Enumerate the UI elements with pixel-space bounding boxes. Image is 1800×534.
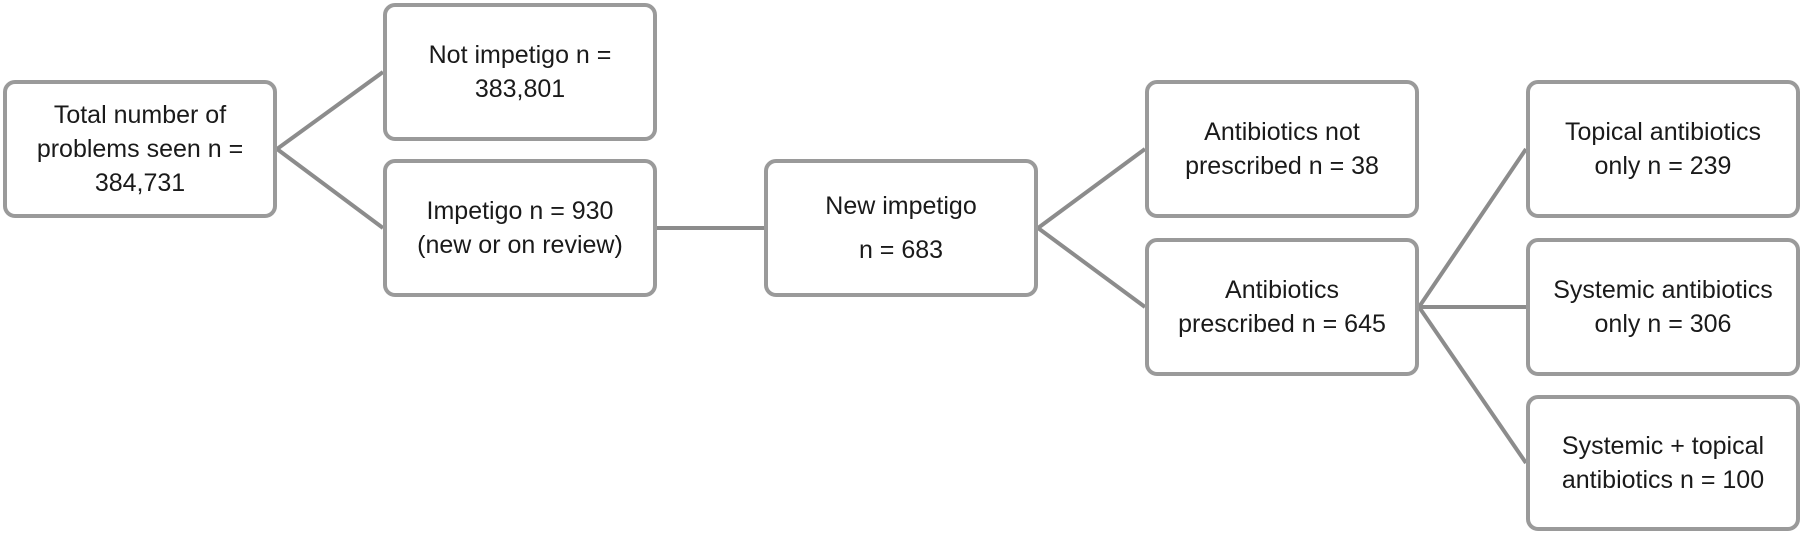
not-impetigo-label: Not impetigo n = 383,801 bbox=[428, 41, 612, 103]
new-impetigo-box: New impetigo n = 683 bbox=[764, 159, 1038, 297]
topical-only-box: Topical antibiotics only n = 239 bbox=[1526, 80, 1800, 218]
antibiotics-not-prescribed-label: Antibiotics not prescribed n = 38 bbox=[1185, 118, 1379, 180]
impetigo-box: Impetigo n = 930 (new or on review) bbox=[383, 159, 657, 297]
new-impetigo-label: New impetigo n = 683 bbox=[825, 192, 977, 264]
systemic-only-label: Systemic antibiotics only n = 306 bbox=[1553, 276, 1773, 338]
impetigo-label: Impetigo n = 930 (new or on review) bbox=[417, 197, 623, 259]
not-impetigo-box: Not impetigo n = 383,801 bbox=[383, 3, 657, 141]
antibiotics-prescribed-label: Antibiotics prescribed n = 645 bbox=[1178, 276, 1386, 338]
total-problems-box: Total number of problems seen n = 384,73… bbox=[3, 80, 277, 218]
connector-total-to-not-impetigo bbox=[275, 70, 385, 151]
connector-new-impetigo-to-abx-not bbox=[1036, 147, 1147, 230]
connector-abx-prescribed-to-topical bbox=[1417, 147, 1528, 309]
connector-new-impetigo-to-abx-prescribed bbox=[1036, 226, 1147, 309]
antibiotics-prescribed-box: Antibiotics prescribed n = 645 bbox=[1145, 238, 1419, 376]
topical-only-label: Topical antibiotics only n = 239 bbox=[1565, 118, 1761, 180]
antibiotics-not-prescribed-box: Antibiotics not prescribed n = 38 bbox=[1145, 80, 1419, 218]
total-problems-label: Total number of problems seen n = 384,73… bbox=[36, 101, 244, 197]
systemic-only-box: Systemic antibiotics only n = 306 bbox=[1526, 238, 1800, 376]
systemic-topical-box: Systemic + topical antibiotics n = 100 bbox=[1526, 395, 1800, 531]
connector-total-to-impetigo bbox=[275, 147, 385, 230]
systemic-topical-label: Systemic + topical antibiotics n = 100 bbox=[1561, 432, 1765, 494]
connector-abx-prescribed-to-both bbox=[1417, 305, 1528, 465]
